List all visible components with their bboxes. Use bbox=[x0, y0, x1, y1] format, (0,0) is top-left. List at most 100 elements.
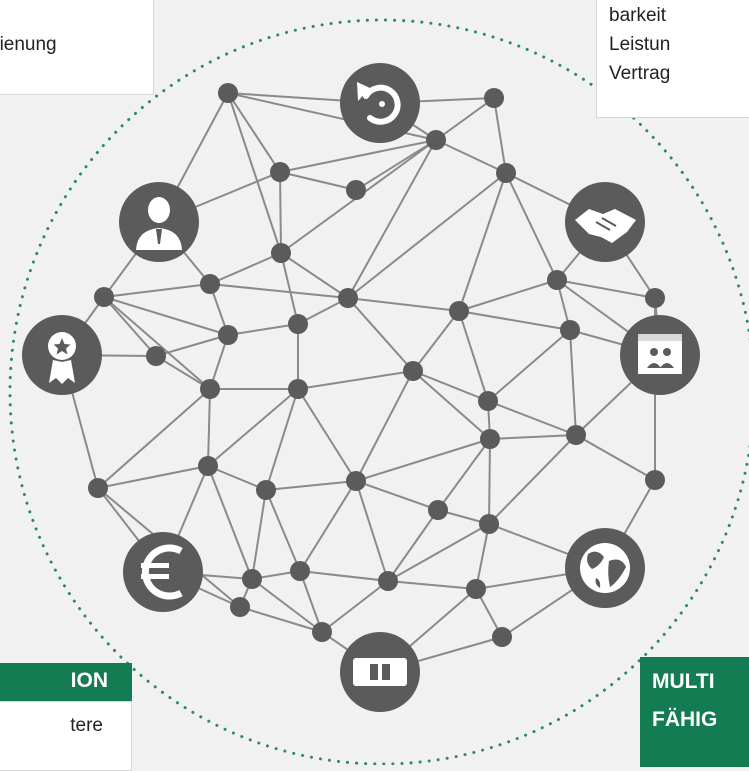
network-node bbox=[346, 471, 366, 491]
network-edge bbox=[355, 370, 414, 482]
network-edge bbox=[569, 329, 577, 436]
network-edge bbox=[387, 523, 490, 582]
network-node bbox=[242, 569, 262, 589]
network-node bbox=[198, 456, 218, 476]
network-node bbox=[312, 622, 332, 642]
calendar-team-icon bbox=[620, 315, 700, 395]
network-node bbox=[403, 361, 423, 381]
network-edge bbox=[265, 480, 357, 491]
network-edge bbox=[207, 465, 267, 491]
network-edge bbox=[207, 388, 299, 467]
network-edge bbox=[239, 606, 323, 633]
network-edge bbox=[103, 283, 211, 298]
network-node bbox=[426, 130, 446, 150]
network-edge bbox=[227, 92, 282, 254]
top-right-textbox: barkeit Leistun Vertrag bbox=[596, 0, 749, 118]
network-edge bbox=[321, 580, 389, 633]
network-edge bbox=[458, 310, 489, 402]
network-node bbox=[645, 288, 665, 308]
right-green-banner: MULTI FÄHIG bbox=[640, 657, 749, 767]
network-edge bbox=[458, 279, 558, 312]
network-edge bbox=[435, 139, 507, 174]
plug-connector-icon bbox=[340, 632, 420, 712]
network-edge bbox=[251, 489, 267, 580]
top-left-line-3: p bbox=[0, 59, 153, 88]
network-edge bbox=[280, 252, 299, 325]
network-node bbox=[428, 500, 448, 520]
network-edge bbox=[280, 252, 349, 299]
network-edge bbox=[412, 310, 460, 372]
network-node bbox=[338, 288, 358, 308]
top-left-line-2: dienung bbox=[0, 34, 57, 55]
bottom-left-text: tere bbox=[70, 715, 103, 736]
network-edge bbox=[155, 334, 229, 357]
refresh-icon bbox=[340, 63, 420, 143]
network-edge bbox=[227, 323, 299, 336]
right-banner-line-2: FÄHIG bbox=[652, 708, 718, 731]
network-edge bbox=[435, 97, 495, 141]
network-node bbox=[466, 579, 486, 599]
network-edge bbox=[412, 370, 491, 440]
top-left-textbox: l, dienung p bbox=[0, 0, 154, 95]
network-edge bbox=[207, 465, 253, 580]
network-edge bbox=[347, 139, 437, 299]
network-node bbox=[146, 346, 166, 366]
network-edge bbox=[488, 434, 577, 525]
network-edge bbox=[437, 438, 491, 511]
network-node bbox=[479, 514, 499, 534]
network-edge bbox=[265, 489, 301, 572]
network-node bbox=[645, 470, 665, 490]
top-left-line-1: l, bbox=[0, 1, 153, 30]
network-edge bbox=[103, 296, 229, 336]
network-edge bbox=[207, 388, 211, 467]
network-node bbox=[200, 379, 220, 399]
globe-icon bbox=[565, 528, 645, 608]
network-node bbox=[478, 391, 498, 411]
bottom-left-textbox: tere bbox=[0, 701, 132, 771]
network-edge bbox=[299, 480, 357, 572]
network-edge bbox=[505, 172, 558, 281]
award-ribbon-icon bbox=[22, 315, 102, 395]
top-right-line-3: Vertrag bbox=[609, 63, 671, 84]
network-edge bbox=[458, 310, 571, 331]
network-node bbox=[288, 314, 308, 334]
network-edge bbox=[458, 172, 507, 312]
network-node bbox=[271, 243, 291, 263]
network-edge bbox=[487, 400, 577, 436]
network-node bbox=[566, 425, 586, 445]
network-edge bbox=[209, 283, 349, 299]
network-node bbox=[346, 180, 366, 200]
top-right-line-1: barkeit bbox=[609, 5, 667, 26]
network-edge bbox=[355, 139, 437, 191]
network-edge bbox=[299, 570, 389, 582]
euro-icon bbox=[123, 532, 203, 612]
network-node bbox=[547, 270, 567, 290]
network-edge bbox=[265, 388, 299, 491]
left-green-banner: ION bbox=[0, 663, 132, 701]
network-edge bbox=[279, 171, 282, 254]
network-edge bbox=[355, 480, 439, 511]
network-edge bbox=[299, 570, 323, 633]
network-node bbox=[270, 162, 290, 182]
network-node bbox=[88, 478, 108, 498]
network-edge bbox=[488, 438, 491, 525]
network-node bbox=[94, 287, 114, 307]
network-edge bbox=[355, 438, 491, 482]
network-edge bbox=[103, 296, 211, 390]
network-edge bbox=[387, 580, 477, 590]
network-node bbox=[218, 83, 238, 103]
network-edge bbox=[487, 329, 571, 402]
network-node bbox=[218, 325, 238, 345]
network-node bbox=[288, 379, 308, 399]
network-edge bbox=[251, 578, 323, 633]
network-edge bbox=[347, 297, 460, 312]
right-banner-line-1: MULTI bbox=[652, 670, 715, 693]
network-node bbox=[484, 88, 504, 108]
network-edges bbox=[61, 92, 661, 673]
network-edge bbox=[279, 171, 357, 191]
network-edge bbox=[556, 279, 656, 299]
network-node bbox=[492, 627, 512, 647]
network-nodes bbox=[88, 83, 665, 647]
network-node bbox=[230, 597, 250, 617]
